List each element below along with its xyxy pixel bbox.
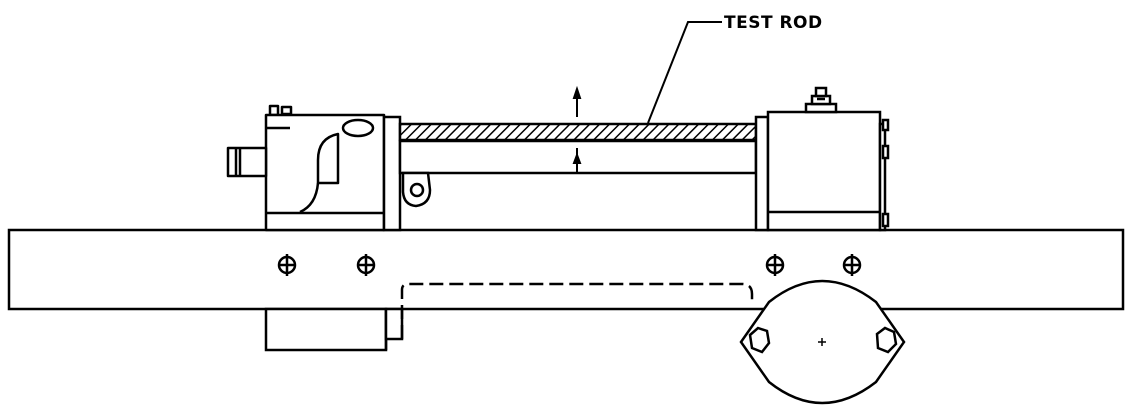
test-rod	[398, 122, 758, 142]
test-rod-callout: TEST ROD	[647, 13, 823, 124]
callout-label: TEST ROD	[724, 13, 823, 33]
support-beam	[7, 228, 1125, 311]
hex-bolt-right	[875, 326, 898, 354]
mounting-hole-1	[277, 254, 297, 276]
lower-left-block	[264, 307, 404, 352]
hex-base-flange	[739, 279, 906, 405]
mounting-holes	[277, 254, 862, 276]
right-upright-plate	[754, 115, 770, 232]
right-clamp-block	[766, 110, 890, 232]
left-clamp-block	[226, 104, 386, 232]
pivot-lug	[401, 171, 432, 208]
mounting-hole-4	[842, 254, 862, 276]
deflection-arrows	[572, 85, 582, 172]
mounting-hole-2	[356, 254, 376, 276]
hidden-slot-outline	[400, 282, 754, 339]
left-upright-plate	[382, 115, 402, 232]
mounting-hole-3	[765, 254, 785, 276]
hex-bolt-left	[748, 326, 771, 354]
adjustment-bolt	[804, 86, 838, 114]
